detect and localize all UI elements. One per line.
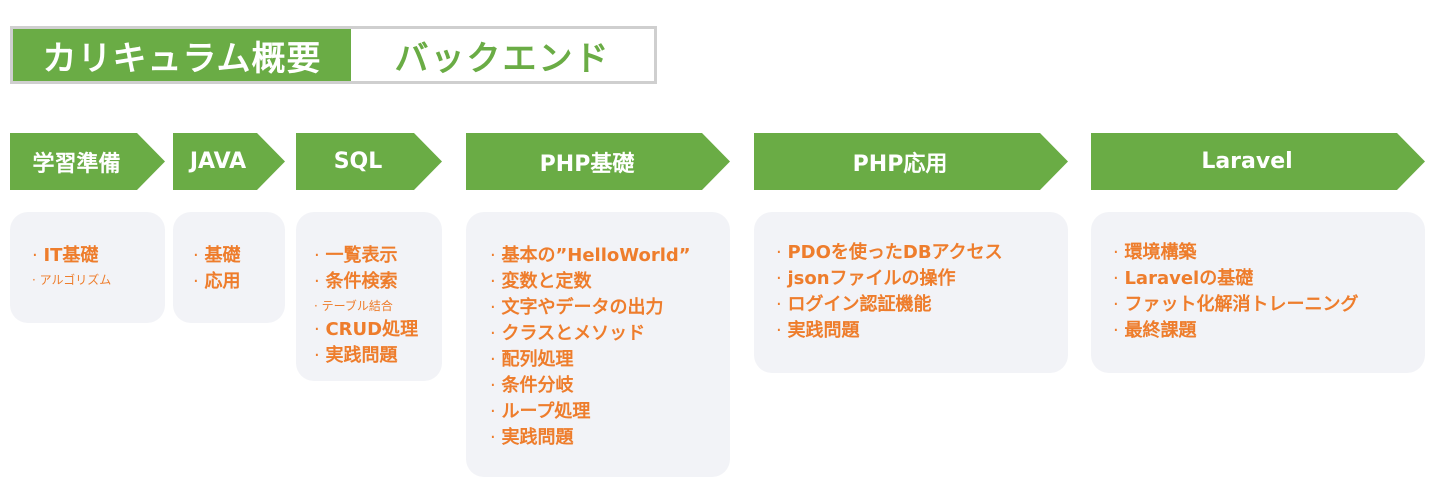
list-item: 一覧表示: [314, 243, 442, 269]
step-arrow-2: SQL: [296, 133, 442, 190]
list-item: アルゴリズム: [32, 269, 165, 291]
list-item: Laravelの基礎: [1113, 266, 1425, 292]
step-card-2: 一覧表示条件検索テーブル結合CRUD処理実践問題: [296, 212, 442, 381]
list-item: 文字やデータの出力: [490, 295, 730, 321]
list-item: CRUD処理: [314, 317, 442, 343]
item-list: PDOを使ったDBアクセスjsonファイルの操作ログイン認証機能実践問題: [754, 240, 1068, 344]
list-item: 基本の”HelloWorld”: [490, 243, 730, 269]
step-card-5: 環境構築Laravelの基礎ファット化解消トレーニング最終課題: [1091, 212, 1425, 373]
step-label: SQL: [333, 149, 383, 174]
item-list: 基本の”HelloWorld”変数と定数文字やデータの出力クラスとメソッド配列処…: [466, 243, 730, 451]
step-label: PHP応用: [852, 151, 948, 177]
step-label: JAVA: [189, 149, 247, 174]
list-item: 変数と定数: [490, 269, 730, 295]
list-item: PDOを使ったDBアクセス: [776, 240, 1068, 266]
list-item: 実践問題: [490, 425, 730, 451]
step-label: PHP基礎: [539, 151, 635, 177]
step-label: Laravel: [1201, 149, 1293, 174]
step-card-3: 基本の”HelloWorld”変数と定数文字やデータの出力クラスとメソッド配列処…: [466, 212, 730, 477]
item-list: 基礎応用: [173, 243, 285, 295]
list-item: 実践問題: [776, 318, 1068, 344]
list-item: IT基礎: [32, 243, 165, 269]
list-item: 応用: [193, 269, 285, 295]
item-list: IT基礎アルゴリズム: [10, 243, 165, 291]
step-label: 学習準備: [32, 151, 121, 177]
step-card-1: 基礎応用: [173, 212, 285, 323]
list-item: 条件検索: [314, 269, 442, 295]
step-card-4: PDOを使ったDBアクセスjsonファイルの操作ログイン認証機能実践問題: [754, 212, 1068, 373]
list-item: ログイン認証機能: [776, 292, 1068, 318]
list-item: クラスとメソッド: [490, 321, 730, 347]
page-title: カリキュラム概要: [13, 29, 351, 81]
list-item: 配列処理: [490, 347, 730, 373]
step-arrow-5: Laravel: [1091, 133, 1425, 190]
step-arrow-4: PHP応用: [754, 133, 1068, 190]
title-box: カリキュラム概要 バックエンド: [10, 26, 657, 84]
step-arrow-3: PHP基礎: [466, 133, 730, 190]
step-arrow-0: 学習準備: [10, 133, 165, 190]
list-item: 条件分岐: [490, 373, 730, 399]
item-list: 環境構築Laravelの基礎ファット化解消トレーニング最終課題: [1091, 240, 1425, 344]
page-subtitle: バックエンド: [394, 38, 611, 79]
list-item: jsonファイルの操作: [776, 266, 1068, 292]
step-card-0: IT基礎アルゴリズム: [10, 212, 165, 323]
list-item: 最終課題: [1113, 318, 1425, 344]
step-arrow-1: JAVA: [173, 133, 285, 190]
list-item: 環境構築: [1113, 240, 1425, 266]
list-item: 実践問題: [314, 343, 442, 369]
list-item: ループ処理: [490, 399, 730, 425]
list-item: テーブル結合: [314, 295, 442, 317]
list-item: ファット化解消トレーニング: [1113, 292, 1425, 318]
item-list: 一覧表示条件検索テーブル結合CRUD処理実践問題: [296, 243, 442, 369]
list-item: 基礎: [193, 243, 285, 269]
